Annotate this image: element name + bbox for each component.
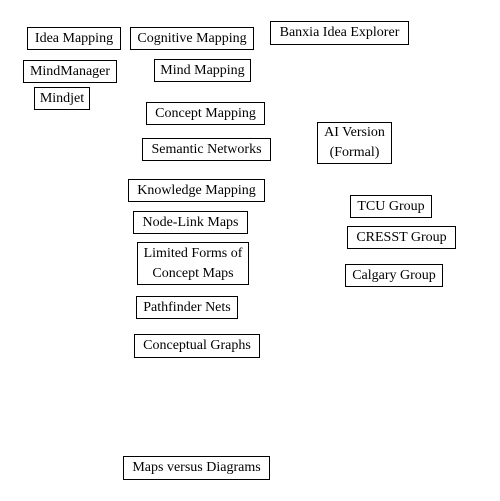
node-label: Mind Mapping [160,62,245,78]
node-label-line2: Concept Maps [152,265,234,281]
node-mindjet: Mindjet [34,87,90,110]
node-knowledge-mapping: Knowledge Mapping [128,179,265,202]
node-label: CRESST Group [356,229,447,245]
node-tcu-group: TCU Group [350,195,432,218]
node-label: Cognitive Mapping [137,30,247,46]
node-label: MindManager [29,63,111,79]
node-label: Semantic Networks [151,141,262,157]
node-label-line1: Limited Forms of [143,245,243,261]
node-limited-forms-of-concept-maps: Limited Forms of Concept Maps [137,242,249,285]
node-banxia-idea-explorer: Banxia Idea Explorer [270,21,409,45]
node-label: Node-Link Maps [142,214,239,230]
node-pathfinder-nets: Pathfinder Nets [136,296,238,319]
node-label: Banxia Idea Explorer [279,25,400,40]
node-label-line2: (Formal) [329,145,380,160]
node-mindmanager: MindManager [23,60,117,83]
node-label: Conceptual Graphs [143,338,251,353]
node-label: Pathfinder Nets [143,299,231,315]
node-ai-version: AI Version (Formal) [317,122,392,164]
node-label: Knowledge Mapping [137,182,256,198]
node-label: Calgary Group [352,267,436,283]
node-concept-mapping: Concept Mapping [146,102,265,125]
node-calgary-group: Calgary Group [345,264,443,287]
node-mind-mapping: Mind Mapping [154,59,251,82]
node-semantic-networks: Semantic Networks [142,138,271,161]
node-cognitive-mapping: Cognitive Mapping [130,27,254,50]
node-label: Mindjet [39,90,85,106]
node-idea-mapping: Idea Mapping [27,27,121,50]
node-label: TCU Group [357,198,425,214]
node-label: Maps versus Diagrams [132,460,261,475]
node-label: Concept Mapping [155,105,256,121]
node-conceptual-graphs: Conceptual Graphs [134,334,260,358]
node-cresst-group: CRESST Group [347,226,456,249]
node-label-line1: AI Version [324,125,385,140]
node-node-link-maps: Node-Link Maps [133,211,248,234]
node-maps-versus-diagrams: Maps versus Diagrams [123,456,270,480]
node-label: Idea Mapping [34,30,114,46]
